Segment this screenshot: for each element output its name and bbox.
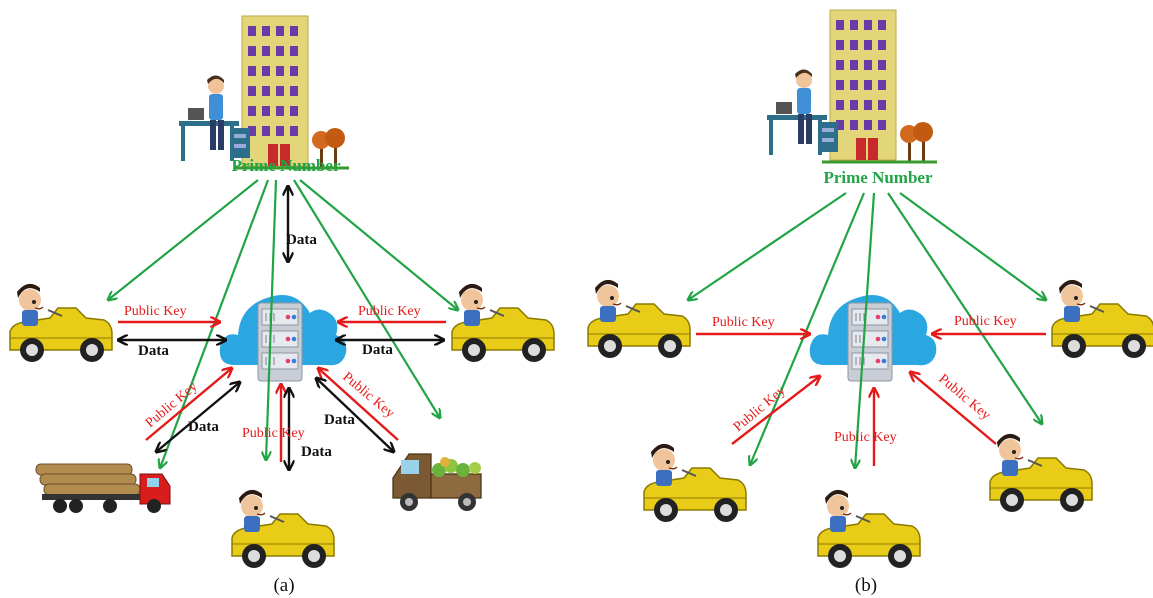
data-label: Data <box>188 419 219 435</box>
public-key-label: Public Key <box>712 315 775 330</box>
public-key-label: Public Key <box>954 314 1017 329</box>
data-label: Data <box>301 444 332 460</box>
panel-b-caption: (b) <box>855 575 877 596</box>
panel-b-server-label: Prime Number <box>823 168 933 187</box>
cloud-server-icon <box>809 294 937 382</box>
panel-b: Prime Number Public Key Public Key Publi… <box>587 8 1153 596</box>
public-key-label: Public Key <box>242 426 305 441</box>
public-key-label: Public Key <box>731 383 789 435</box>
driver-car-icon <box>451 282 555 363</box>
public-key-label: Public Key <box>834 430 897 445</box>
data-label: Data <box>362 342 393 358</box>
public-key-label: Public Key <box>124 304 187 319</box>
log-truck-icon <box>35 463 171 514</box>
driver-car-icon <box>231 488 335 569</box>
driver-car-icon <box>989 432 1093 513</box>
cloud-server-icon <box>219 294 347 382</box>
office-building-icon <box>765 8 939 164</box>
produce-truck-icon <box>392 453 482 512</box>
driver-car-icon <box>817 488 921 569</box>
public-key-label: Public Key <box>935 372 993 424</box>
driver-car-icon <box>643 442 747 523</box>
driver-car-icon <box>587 278 691 359</box>
public-key-label: Public Key <box>358 304 421 319</box>
data-label: Data <box>138 343 169 359</box>
driver-car-icon <box>1051 278 1153 359</box>
panel-a: Prime Number <box>9 14 555 596</box>
panel-a-server-label: Prime Number <box>231 156 341 175</box>
public-key-arrows <box>696 334 1046 466</box>
data-label: Data <box>286 232 317 248</box>
data-label: Data <box>324 412 355 428</box>
driver-car-icon <box>9 282 113 363</box>
data-arrows <box>118 186 444 470</box>
panel-a-caption: (a) <box>273 575 294 596</box>
office-building-icon <box>177 14 351 170</box>
